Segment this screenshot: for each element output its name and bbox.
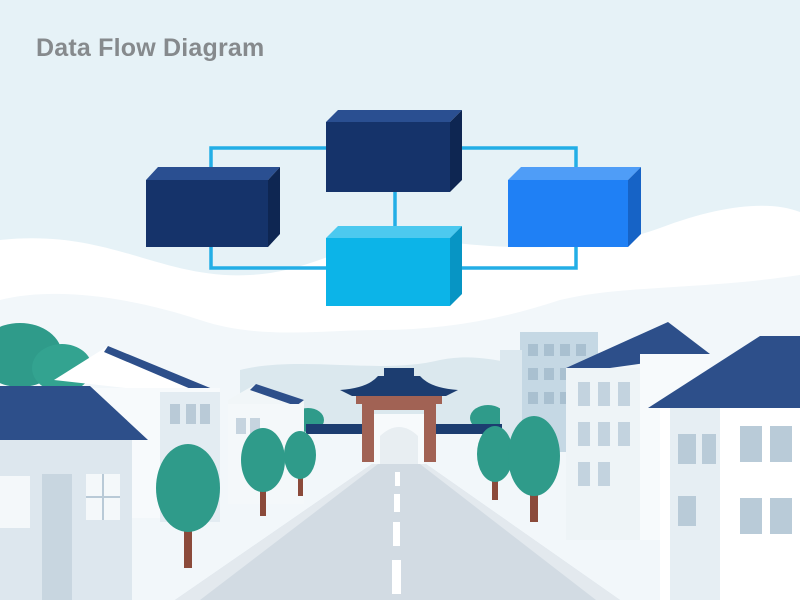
page-title: Data Flow Diagram xyxy=(36,34,265,62)
connectors xyxy=(209,146,578,270)
connector-bottom-right xyxy=(462,247,578,270)
road xyxy=(175,464,620,600)
node-right xyxy=(508,167,641,247)
tree-right-front xyxy=(508,416,560,522)
node-bottom-center xyxy=(326,226,462,306)
trees xyxy=(156,416,560,568)
node-left xyxy=(146,167,280,247)
tree-right-back xyxy=(477,426,513,500)
connector-top-right xyxy=(462,146,578,168)
gate xyxy=(306,368,502,464)
tree-left-front xyxy=(156,444,220,568)
right-buildings xyxy=(500,322,800,600)
tree-left-middle xyxy=(241,428,285,516)
tree-left-back xyxy=(284,431,316,496)
connector-left-top xyxy=(209,146,328,168)
node-top-center xyxy=(326,110,462,192)
connector-left-bottom xyxy=(209,247,328,270)
